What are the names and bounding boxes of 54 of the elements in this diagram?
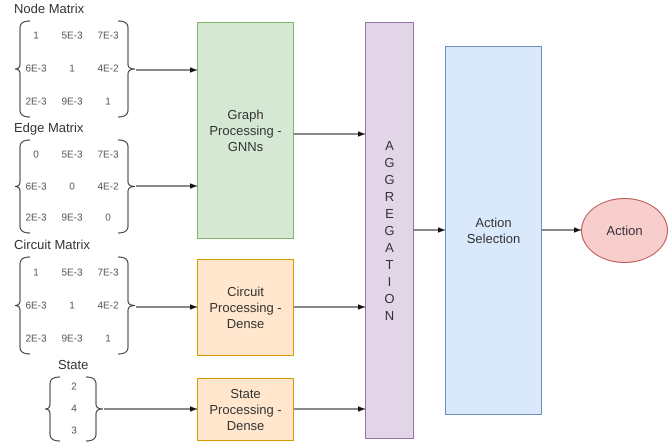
matrix-title: State bbox=[58, 357, 88, 374]
matrix-value: 5E-3 bbox=[61, 149, 83, 160]
matrix-value: 0 bbox=[69, 181, 75, 192]
arrow bbox=[104, 406, 198, 412]
matrix-value: 9E-3 bbox=[61, 96, 83, 108]
matrix-value: 5E-3 bbox=[61, 267, 83, 278]
box-label: Graph Processing - GNNs bbox=[208, 106, 283, 154]
matrix-value: 6E-3 bbox=[25, 181, 47, 192]
process-box bbox=[197, 22, 294, 239]
matrix-value: 7E-3 bbox=[97, 30, 119, 42]
box-label: Action bbox=[605, 222, 644, 238]
matrix-value: 2 bbox=[71, 382, 77, 392]
matrix-value: 4E-2 bbox=[97, 181, 119, 192]
arrow bbox=[136, 183, 198, 189]
arrow bbox=[294, 406, 366, 412]
matrix-value: 1 bbox=[105, 333, 111, 344]
box-label: Action Selection bbox=[466, 214, 522, 246]
box-label: State Processing - Dense bbox=[208, 386, 283, 434]
matrix-value: 4 bbox=[71, 404, 77, 414]
matrix-value: 0 bbox=[33, 149, 39, 160]
matrix-value: 7E-3 bbox=[97, 149, 119, 160]
process-box bbox=[197, 378, 294, 441]
arrow bbox=[294, 131, 366, 137]
matrix-value: 1 bbox=[105, 96, 111, 108]
matrix-value: 7E-3 bbox=[97, 267, 119, 278]
matrix-title: Circuit Matrix bbox=[14, 237, 90, 254]
matrix-value: 2E-3 bbox=[25, 212, 47, 224]
matrix-value: 6E-3 bbox=[25, 300, 47, 311]
process-box bbox=[445, 46, 542, 415]
matrix-value: 1 bbox=[33, 30, 39, 42]
process-box bbox=[197, 259, 294, 356]
matrix-title: Edge Matrix bbox=[14, 120, 84, 137]
arrow bbox=[414, 227, 446, 233]
matrix-value: 9E-3 bbox=[61, 212, 83, 224]
matrix-value: 6E-3 bbox=[25, 64, 47, 74]
matrix-value: 5E-3 bbox=[61, 30, 83, 42]
box-label: Circuit Processing - Dense bbox=[208, 284, 283, 332]
arrow bbox=[136, 67, 198, 73]
matrix-value: 2E-3 bbox=[25, 96, 47, 108]
matrix-value: 1 bbox=[33, 267, 39, 278]
matrix-value: 4E-2 bbox=[97, 64, 119, 74]
matrix-value: 4E-2 bbox=[97, 300, 119, 311]
arrow bbox=[136, 304, 198, 310]
arrow bbox=[294, 304, 366, 310]
matrix-value: 2E-3 bbox=[25, 333, 47, 344]
matrix-value: 1 bbox=[69, 64, 75, 74]
matrix-value: 3 bbox=[71, 426, 77, 436]
arrow bbox=[542, 227, 582, 233]
aggregation-bar bbox=[365, 22, 414, 439]
matrix-title: Node Matrix bbox=[14, 1, 84, 18]
matrix-value: 0 bbox=[105, 212, 111, 224]
vertical-label: AGGREGATION bbox=[384, 137, 395, 324]
matrix-value: 9E-3 bbox=[61, 333, 83, 344]
matrix-value: 1 bbox=[69, 300, 75, 311]
